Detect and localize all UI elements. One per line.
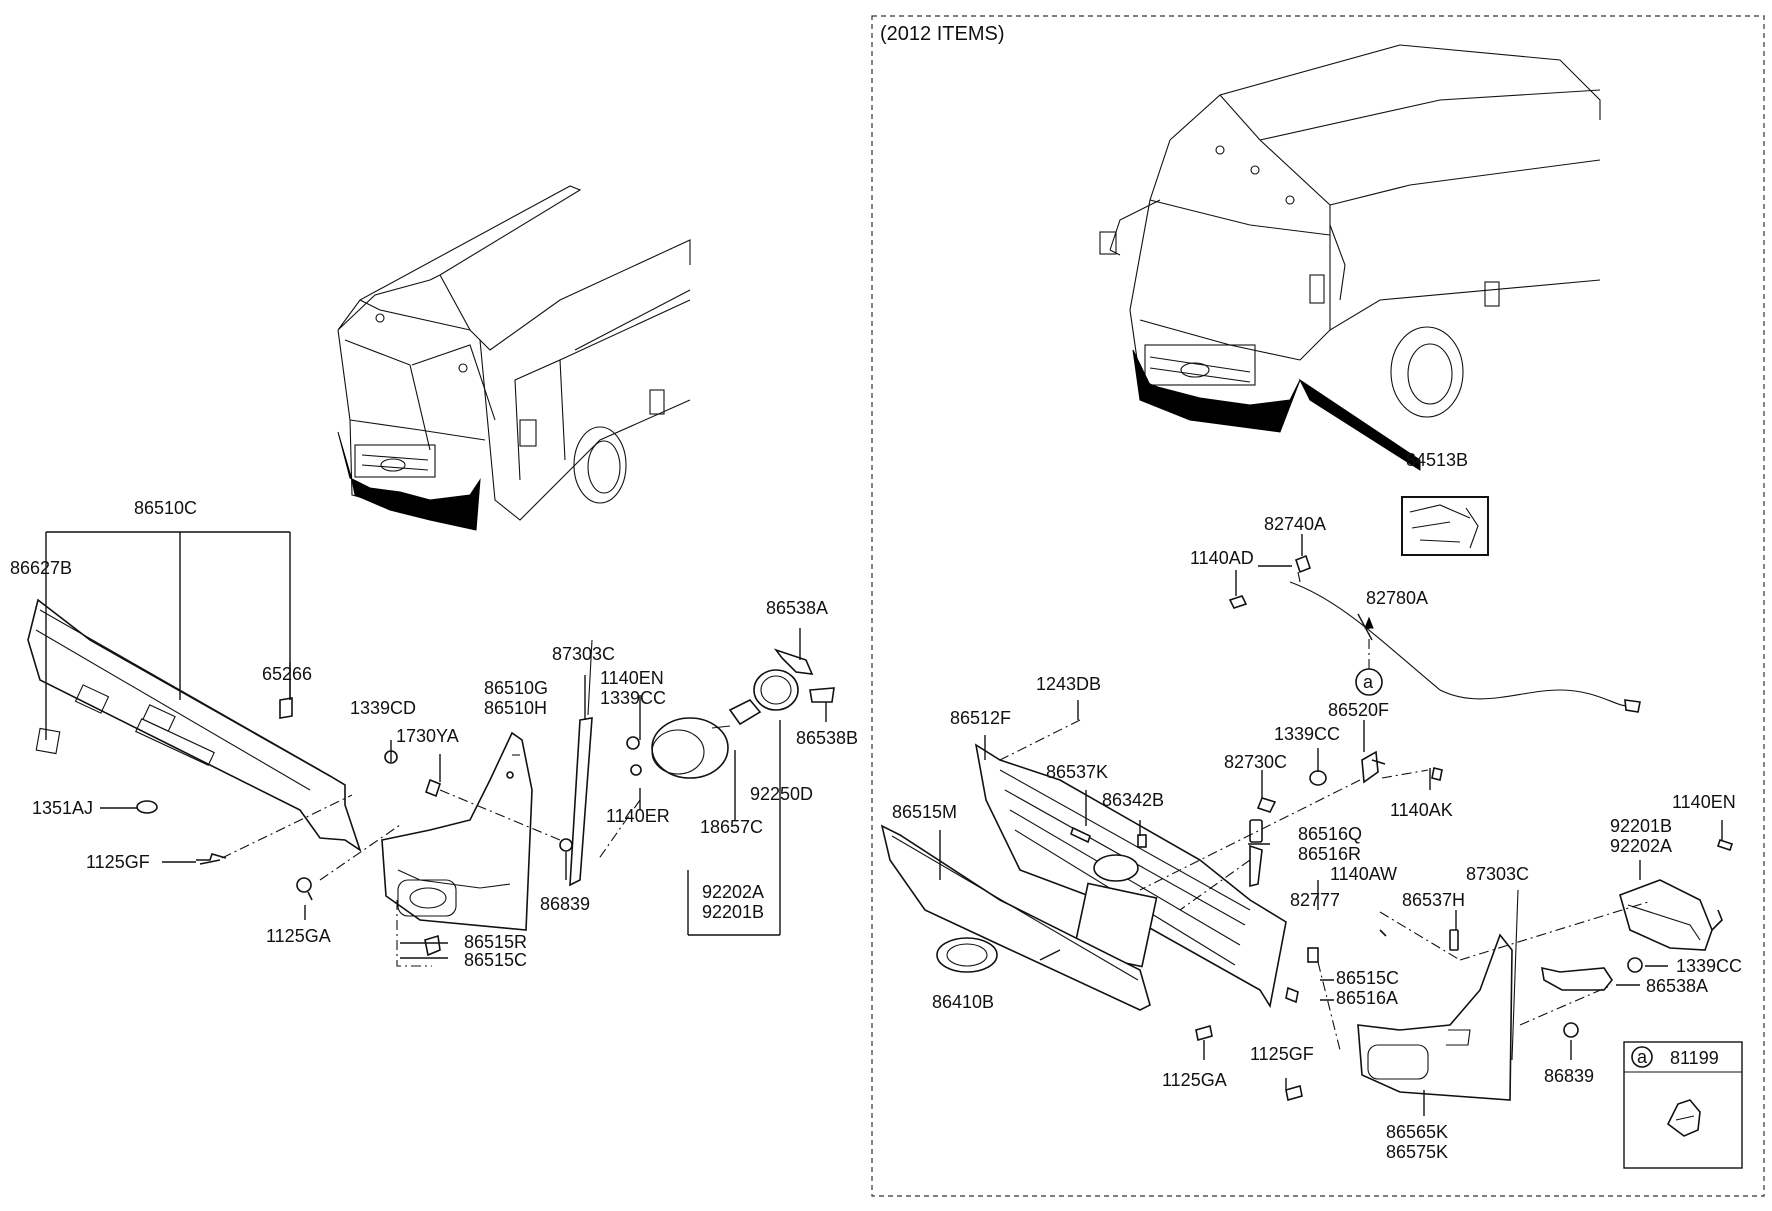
label-82730C: 82730C bbox=[1224, 752, 1287, 772]
label-1140AD: 1140AD bbox=[1190, 548, 1254, 568]
label-86538B: 86538B bbox=[796, 728, 858, 748]
label-86565K: 86565K bbox=[1386, 1122, 1448, 1142]
label-1339CC: 1339CC bbox=[1274, 724, 1340, 744]
left-parts-drawing bbox=[27, 598, 835, 957]
grille-surround bbox=[880, 824, 1151, 1011]
label-86538A: 86538A bbox=[1646, 976, 1708, 996]
bus-illustration-right bbox=[1099, 44, 1601, 471]
callout-a-letter: a bbox=[1363, 672, 1374, 692]
label-86575K: 86575K bbox=[1386, 1142, 1448, 1162]
inset-frame-2012-items bbox=[871, 15, 1765, 1197]
label-86510C: 86510C bbox=[134, 498, 197, 518]
label-86515C: 86515C bbox=[1336, 968, 1399, 988]
label-1730YA: 1730YA bbox=[396, 726, 459, 746]
label-1140AW: 1140AW bbox=[1330, 864, 1397, 884]
right-labels: 84513B 82740A 1140AD 82780A 1243DB 86512… bbox=[892, 450, 1742, 1162]
label-92202A: 92202A bbox=[702, 882, 764, 902]
label-86510G: 86510G bbox=[484, 678, 548, 698]
label-1125GF: 1125GF bbox=[1250, 1044, 1314, 1064]
right-leader-lines bbox=[939, 534, 1723, 1116]
label-86516R: 86516R bbox=[1298, 844, 1361, 864]
label-86520F: 86520F bbox=[1328, 700, 1389, 720]
right-parts-drawing: a bbox=[880, 496, 1743, 1169]
label-1125GA: 1125GA bbox=[266, 926, 331, 946]
label-1339CC: 1339CC bbox=[600, 688, 666, 708]
label-1339CC-b: 1339CC bbox=[1676, 956, 1742, 976]
label-86516Q: 86516Q bbox=[1298, 824, 1362, 844]
label-1243DB: 1243DB bbox=[1036, 674, 1101, 694]
hood-release-cable bbox=[1289, 581, 1631, 707]
label-92202A: 92202A bbox=[1610, 836, 1672, 856]
label-81199: 81199 bbox=[1670, 1048, 1719, 1068]
label-86516A: 86516A bbox=[1336, 988, 1398, 1008]
label-86510H: 86510H bbox=[484, 698, 547, 718]
label-86342B: 86342B bbox=[1102, 790, 1164, 810]
label-1125GA: 1125GA bbox=[1162, 1070, 1227, 1090]
label-84513B: 84513B bbox=[1406, 450, 1468, 470]
label-86537H: 86537H bbox=[1402, 890, 1465, 910]
label-92201B: 92201B bbox=[702, 902, 764, 922]
left-labels: 86510C 86627B 65266 1351AJ 1125GF 1125GA… bbox=[10, 498, 858, 970]
inset-title: (2012 ITEMS) bbox=[880, 23, 1004, 45]
label-86515M: 86515M bbox=[892, 802, 957, 822]
bumper-corner-panel-2012 bbox=[1357, 933, 1513, 1101]
label-86839: 86839 bbox=[540, 894, 590, 914]
grille-emblem bbox=[1093, 854, 1139, 882]
label-87303C: 87303C bbox=[1466, 864, 1529, 884]
label-1140EN: 1140EN bbox=[1672, 792, 1736, 812]
hyundai-emblem bbox=[936, 937, 998, 973]
label-82780A: 82780A bbox=[1366, 588, 1428, 608]
label-1140ER: 1140ER bbox=[606, 806, 670, 826]
label-86627B: 86627B bbox=[10, 558, 72, 578]
label-86512F: 86512F bbox=[950, 708, 1011, 728]
left-leader-lines bbox=[45, 531, 827, 967]
label-1339CD: 1339CD bbox=[350, 698, 416, 718]
caution-label-decal bbox=[1401, 496, 1489, 556]
label-92201B: 92201B bbox=[1610, 816, 1672, 836]
label-86537K: 86537K bbox=[1046, 762, 1108, 782]
label-1351AJ: 1351AJ bbox=[32, 798, 93, 818]
bumper-corner-panel bbox=[381, 731, 533, 931]
label-86515R: 86515R bbox=[464, 932, 527, 952]
bus-illustration-left bbox=[337, 185, 691, 531]
label-87303C: 87303C bbox=[552, 644, 615, 664]
label-82740A: 82740A bbox=[1264, 514, 1326, 534]
label-65266: 65266 bbox=[262, 664, 312, 684]
label-86515C: 86515C bbox=[464, 950, 527, 970]
front-bumper bbox=[27, 598, 362, 852]
label-86839: 86839 bbox=[1544, 1066, 1594, 1086]
label-92250D: 92250D bbox=[750, 784, 813, 804]
callout-a-letter-box: a bbox=[1637, 1047, 1648, 1067]
label-18657C: 18657C bbox=[700, 817, 763, 837]
label-86538A: 86538A bbox=[766, 598, 828, 618]
label-82777: 82777 bbox=[1290, 890, 1340, 910]
fog-lamp-2012 bbox=[1619, 879, 1713, 951]
label-1140AK: 1140AK bbox=[1390, 800, 1453, 820]
label-1140EN: 1140EN bbox=[600, 668, 664, 688]
label-1125GF: 1125GF bbox=[86, 852, 150, 872]
label-86410B: 86410B bbox=[932, 992, 994, 1012]
